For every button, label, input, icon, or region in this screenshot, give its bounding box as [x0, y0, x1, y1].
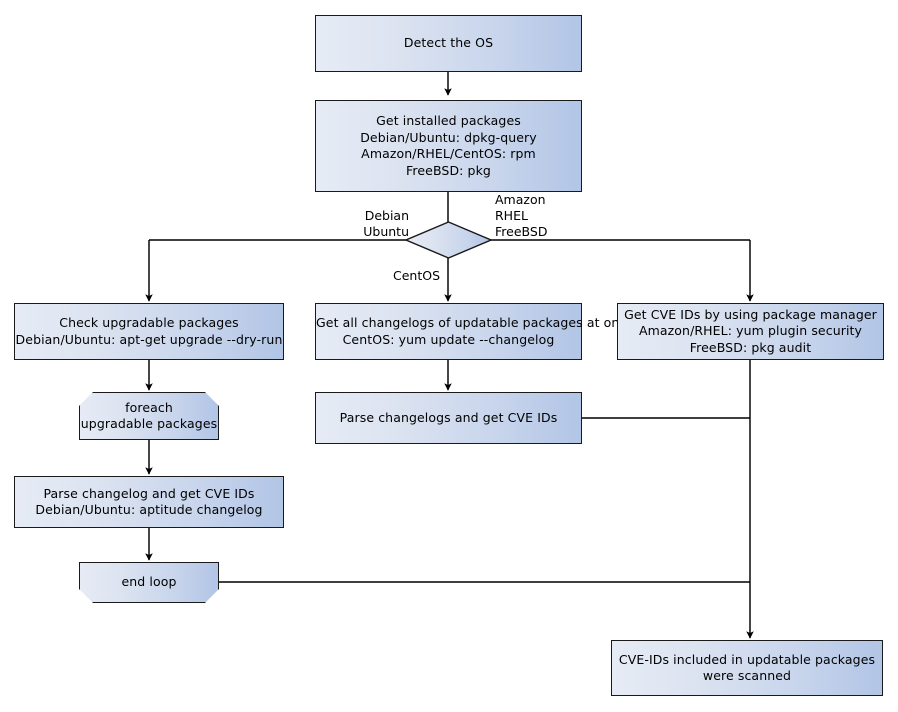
- node-parse-changelogs-bulk[interactable]: Parse changelogs and get CVE IDs: [315, 392, 582, 444]
- node-get-cve-pkg-manager-label: Get CVE IDs by using package manager Ama…: [618, 307, 883, 357]
- line-1: CVE-IDs included in updatable packages: [618, 651, 876, 667]
- line-1: foreach: [125, 399, 173, 415]
- node-detect-os[interactable]: Detect the OS: [315, 15, 582, 72]
- node-scanned-result-label: CVE-IDs included in updatable packages w…: [612, 652, 882, 685]
- line-1: Get installed packages: [376, 113, 521, 128]
- node-end-loop-label: end loop: [121, 574, 177, 590]
- node-foreach-loop-label: foreach upgradable packages: [79, 400, 219, 433]
- line-3: Amazon/RHEL/CentOS: rpm: [361, 146, 536, 161]
- line-1: Get all changelogs of updatable packages…: [316, 315, 635, 330]
- node-foreach-loop[interactable]: foreach upgradable packages: [79, 392, 219, 440]
- line-4: FreeBSD: pkg: [406, 162, 491, 178]
- edge-label-line-1: CentOS: [392, 268, 440, 283]
- node-get-all-changelogs[interactable]: Get all changelogs of updatable packages…: [314, 303, 634, 360]
- edge-label-amazon-rhel-freebsd: Amazon RHEL FreeBSD: [495, 192, 567, 240]
- edge-label-debian-ubuntu: Debian Ubuntu: [347, 208, 409, 240]
- line-2: Debian/Ubuntu: aptitude changelog: [35, 502, 263, 517]
- node-parse-changelog-single[interactable]: Parse changelog and get CVE IDs Debian/U…: [14, 476, 284, 528]
- node-get-installed-packages[interactable]: Get installed packages Debian/Ubuntu: dp…: [315, 100, 582, 192]
- node-parse-changelog-single-label: Parse changelog and get CVE IDs Debian/U…: [15, 486, 283, 519]
- node-check-upgradable[interactable]: Check upgradable packages Debian/Ubuntu:…: [14, 303, 284, 360]
- node-get-all-changelogs-label: Get all changelogs of updatable packages…: [314, 315, 634, 348]
- line-2: CentOS: yum update --changelog: [342, 331, 555, 347]
- node-scanned-result[interactable]: CVE-IDs included in updatable packages w…: [611, 640, 883, 696]
- line-2: were scanned: [702, 668, 792, 683]
- edge-label-line-1: Amazon: [495, 192, 546, 207]
- edge-label-line-2: RHEL: [495, 208, 528, 223]
- node-get-installed-packages-label: Get installed packages Debian/Ubuntu: dp…: [316, 113, 581, 179]
- decision-diamond-icon: [405, 221, 492, 259]
- node-end-loop[interactable]: end loop: [79, 562, 219, 603]
- edge-label-line-2: Ubuntu: [363, 224, 409, 239]
- node-parse-changelogs-bulk-label: Parse changelogs and get CVE IDs: [339, 409, 558, 425]
- line-1: Parse changelog and get CVE IDs: [43, 485, 255, 501]
- edge-label-line-1: Debian: [364, 208, 409, 223]
- node-get-cve-pkg-manager[interactable]: Get CVE IDs by using package manager Ama…: [617, 303, 884, 360]
- line-1: Get CVE IDs by using package manager: [624, 306, 877, 322]
- line-3: FreeBSD: pkg audit: [689, 339, 812, 355]
- line-2: Debian/Ubuntu: dpkg-query: [360, 129, 537, 145]
- node-os-decision[interactable]: [405, 221, 492, 259]
- node-detect-os-label: Detect the OS: [403, 35, 494, 51]
- line-2: upgradable packages: [80, 416, 218, 431]
- line-2: Amazon/RHEL: yum plugin security: [638, 323, 863, 339]
- node-check-upgradable-label: Check upgradable packages Debian/Ubuntu:…: [14, 315, 285, 348]
- line-2: Debian/Ubuntu: apt-get upgrade --dry-run: [15, 331, 283, 347]
- edge-label-centos: CentOS: [380, 268, 440, 284]
- line-1: Check upgradable packages: [59, 315, 239, 330]
- edge-label-line-3: FreeBSD: [495, 224, 548, 239]
